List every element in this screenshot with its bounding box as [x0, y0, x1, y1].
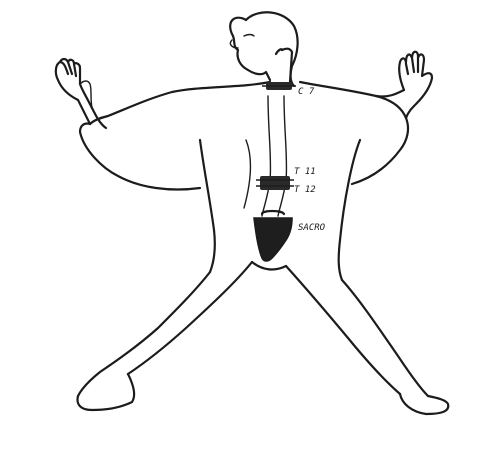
- vertebra-t11-t12-marker: [256, 176, 294, 190]
- legs: [78, 262, 449, 414]
- right-arm: [352, 90, 408, 184]
- sacrum-shape: [254, 211, 292, 261]
- vertebra-c7-marker: [262, 82, 296, 90]
- left-hand: [56, 59, 92, 108]
- right-hand: [399, 52, 432, 118]
- label-sacrum: SACRO: [298, 223, 326, 233]
- label-t11: T 11: [294, 167, 316, 177]
- left-arm: [78, 100, 200, 190]
- label-t12: T 12: [294, 185, 316, 195]
- label-c7: C 7: [298, 87, 315, 97]
